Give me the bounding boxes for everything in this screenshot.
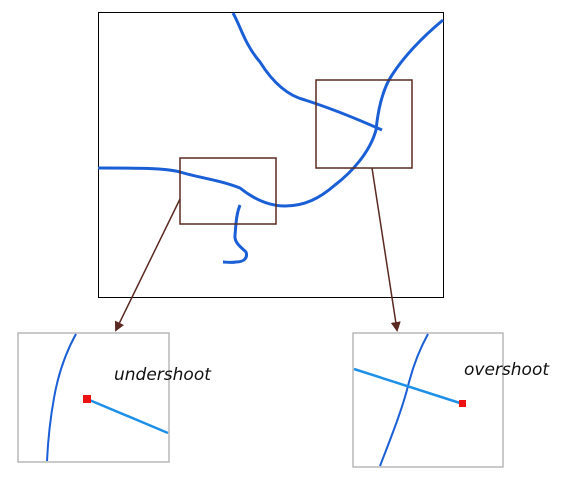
line-feature-dangle	[222, 204, 248, 264]
zoom-box-overshoot	[315, 79, 413, 169]
arrow-to-undershoot	[115, 198, 181, 332]
inset-undershoot-through-line	[46, 333, 77, 462]
main-map	[97, 12, 444, 298]
arrow-to-overshoot	[371, 167, 401, 332]
overshoot-error-point	[459, 400, 466, 407]
overshoot-label: overshoot	[464, 360, 550, 380]
inset-undershoot-dangling-line	[86, 397, 169, 435]
zoom-box-undershoot	[179, 157, 277, 225]
inset-overshoot-crossing-line	[353, 367, 464, 406]
inset-undershoot: undershoot	[17, 332, 212, 463]
undershoot-error-point	[83, 395, 91, 403]
inset-overshoot-frame	[352, 332, 504, 468]
main-map-frame	[98, 12, 444, 298]
inset-overshoot: overshoot	[352, 332, 550, 468]
undershoot-label: undershoot	[114, 365, 212, 385]
line-feature-top	[231, 12, 383, 132]
inset-undershoot-frame	[17, 332, 170, 463]
